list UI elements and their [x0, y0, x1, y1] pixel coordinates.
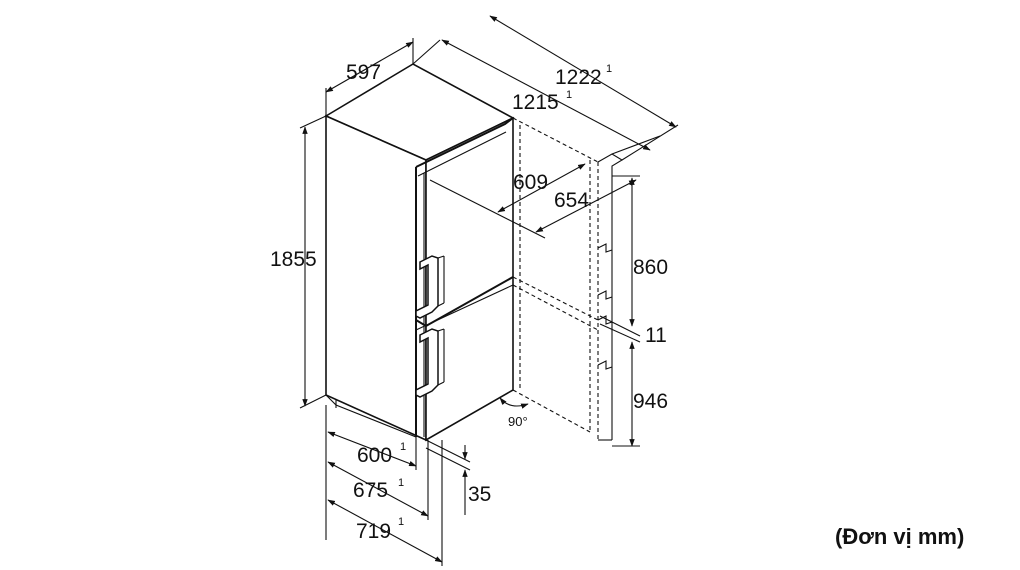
dim-675-label: 675	[353, 479, 388, 502]
dim-1215-note: 1	[566, 89, 572, 101]
dim-600: 600 1	[325, 405, 417, 540]
dim-719-label: 719	[356, 520, 391, 543]
dim-597-label: 597	[346, 61, 381, 84]
dim-860: 860	[599, 175, 668, 337]
dim-35-label: 35	[468, 483, 491, 506]
dim-11-label: 11	[645, 324, 667, 347]
dim-946-label: 946	[633, 390, 668, 413]
dim-946: 946	[612, 341, 668, 447]
dim-597: 597	[325, 38, 414, 116]
dim-1222-note: 1	[606, 63, 612, 75]
dim-654-label: 654	[554, 189, 589, 212]
door-swing-outline	[512, 117, 599, 440]
fridge-body	[324, 63, 515, 442]
dim-11: 11	[599, 323, 667, 347]
dim-860-label: 860	[633, 256, 668, 279]
unit-note: (Đơn vị mm)	[835, 524, 964, 549]
dim-675-note: 1	[398, 477, 404, 489]
dim-1855: 1855	[270, 115, 327, 409]
dim-609-label: 609	[513, 171, 548, 194]
open-door-profile	[597, 153, 624, 441]
dim-719: 719 1	[327, 440, 443, 566]
upper-handle	[415, 255, 445, 319]
lower-handle	[415, 328, 445, 398]
dim-600-label: 600	[357, 444, 392, 467]
dim-600-note: 1	[400, 441, 406, 453]
dim-1855-label: 1855	[270, 248, 317, 271]
dim-1215-label: 1215	[512, 91, 559, 114]
angle-label: 90°	[508, 414, 528, 429]
dim-654: 654	[535, 179, 637, 233]
dim-1222-label: 1222	[555, 66, 602, 89]
dim-1215: 1215 1	[441, 39, 661, 155]
angle-indicator: 90°	[499, 397, 529, 429]
dim-719-note: 1	[398, 516, 404, 528]
dim-35: 35	[425, 439, 491, 515]
